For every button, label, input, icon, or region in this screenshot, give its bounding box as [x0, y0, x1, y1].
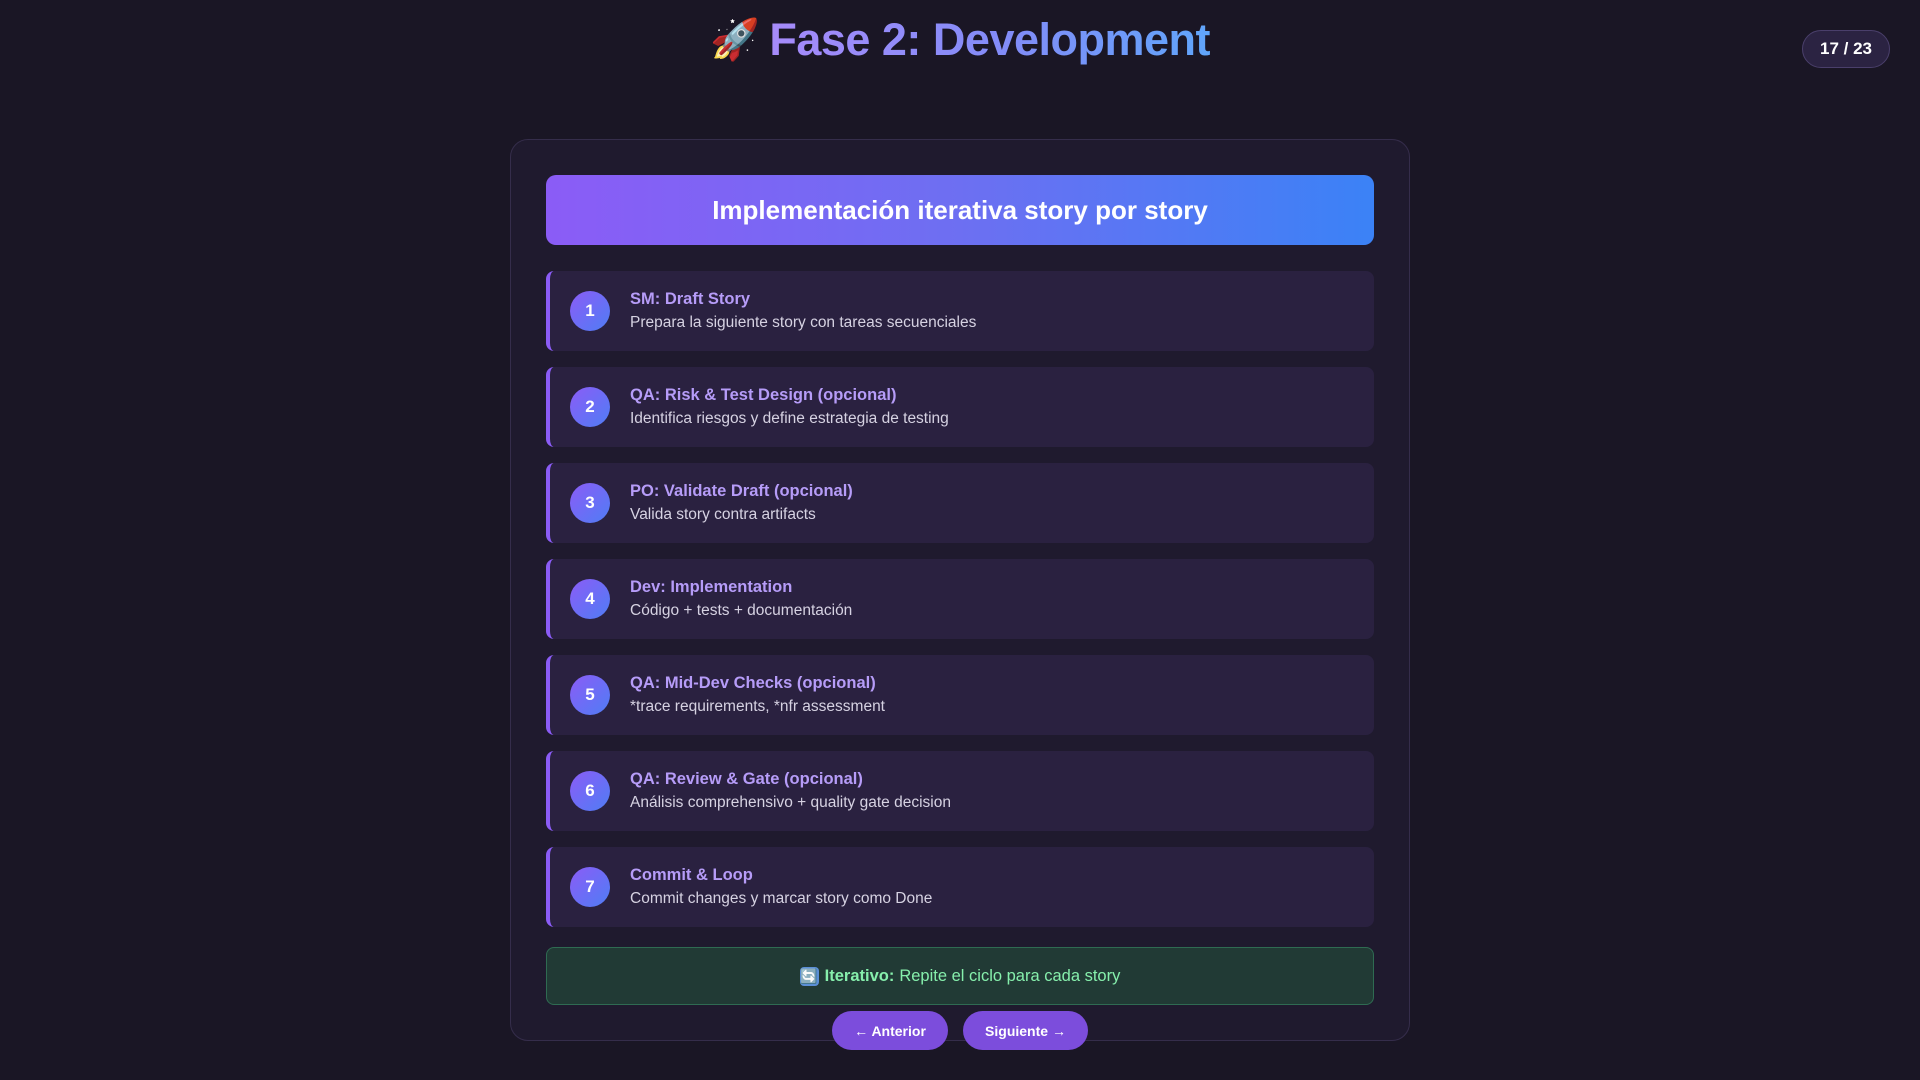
step-title: PO: Validate Draft (opcional) — [630, 482, 853, 500]
step-card-4: 4 Dev: Implementation Código + tests + d… — [546, 559, 1374, 639]
step-card-2: 2 QA: Risk & Test Design (opcional) Iden… — [546, 367, 1374, 447]
step-description: Identifica riesgos y define estrategia d… — [630, 410, 949, 427]
step-title: QA: Risk & Test Design (opcional) — [630, 386, 897, 404]
slide-counter: 17 / 23 — [1802, 30, 1890, 68]
previous-button[interactable]: ← Anterior — [832, 1011, 948, 1050]
step-description: Valida story contra artifacts — [630, 506, 816, 523]
page-title: 🚀Fase 2: Development — [0, 12, 1920, 68]
step-number: 3 — [570, 483, 610, 523]
step-description: *trace requirements, *nfr assessment — [630, 698, 885, 715]
step-title: SM: Draft Story — [630, 290, 751, 308]
step-number: 5 — [570, 675, 610, 715]
step-number: 7 — [570, 867, 610, 907]
step-title: QA: Mid-Dev Checks (opcional) — [630, 674, 876, 692]
step-card-5: 5 QA: Mid-Dev Checks (opcional) *trace r… — [546, 655, 1374, 735]
rocket-icon: 🚀 — [710, 18, 760, 62]
content-panel: Implementación iterativa story por story… — [510, 139, 1410, 1041]
step-description: Commit changes y marcar story como Done — [630, 890, 933, 907]
step-card-1: 1 SM: Draft Story Prepara la siguiente s… — [546, 271, 1374, 351]
step-number: 4 — [570, 579, 610, 619]
step-card-6: 6 QA: Review & Gate (opcional) Análisis … — [546, 751, 1374, 831]
section-banner: Implementación iterativa story por story — [546, 175, 1374, 245]
step-card-3: 3 PO: Validate Draft (opcional) Valida s… — [546, 463, 1374, 543]
refresh-icon: 🔄 — [799, 966, 819, 986]
iterative-note: 🔄 Iterativo: Repite el ciclo para cada s… — [546, 947, 1374, 1005]
step-number: 1 — [570, 291, 610, 331]
next-button[interactable]: Siguiente → — [963, 1011, 1088, 1050]
step-description: Prepara la siguiente story con tareas se… — [630, 314, 977, 331]
step-title: QA: Review & Gate (opcional) — [630, 770, 863, 788]
page-title-text: Fase 2: Development — [769, 14, 1210, 65]
step-title: Dev: Implementation — [630, 578, 793, 596]
step-title: Commit & Loop — [630, 866, 753, 884]
note-label: Iterativo: — [824, 966, 895, 985]
step-number: 6 — [570, 771, 610, 811]
step-card-7: 7 Commit & Loop Commit changes y marcar … — [546, 847, 1374, 927]
step-description: Análisis comprehensivo + quality gate de… — [630, 794, 951, 811]
step-description: Código + tests + documentación — [630, 602, 853, 619]
note-text: Repite el ciclo para cada story — [899, 966, 1121, 985]
step-number: 2 — [570, 387, 610, 427]
